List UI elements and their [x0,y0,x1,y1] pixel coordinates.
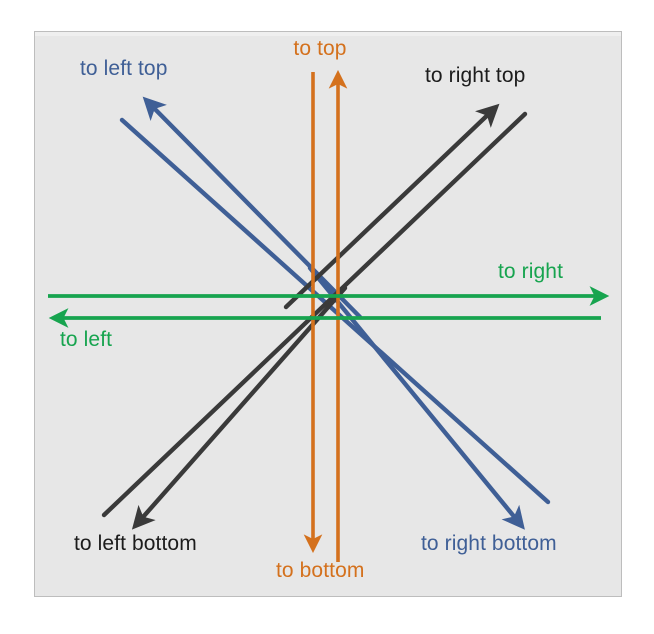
label-to-right: to right [498,260,563,283]
label-to-bottom: to bottom [276,559,365,582]
arrow-to-right-top [283,103,500,310]
label-to-top: to top [293,37,347,60]
label-to-right-top: to right top [425,64,526,87]
label-to-left: to left [60,328,113,351]
label-to-right-bottom: to right bottom [421,532,557,555]
arrow-to-right-bottom [307,265,525,530]
label-to-left-bottom: to left bottom [74,532,197,555]
arrow-blue-parallel [119,117,551,505]
arrow-to-left-bottom [131,285,348,530]
label-to-left-top: to left top [80,57,168,80]
arrow-to-left-top [142,96,363,320]
